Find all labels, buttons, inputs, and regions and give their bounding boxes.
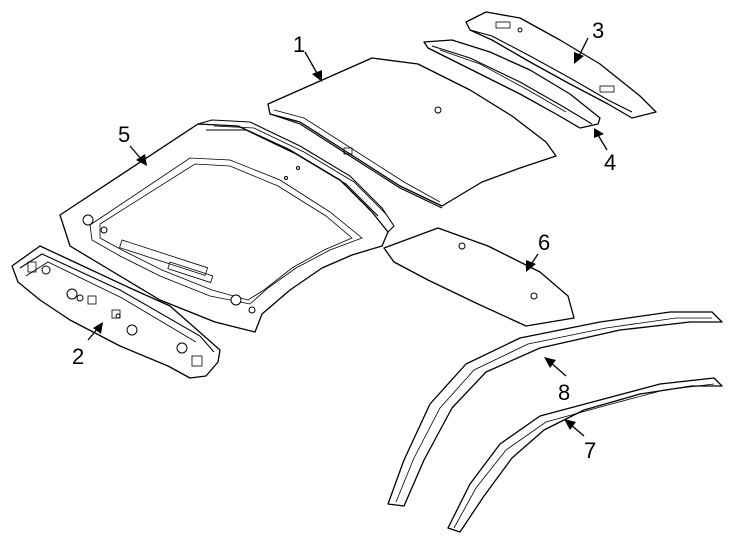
callout-6: 6 <box>538 230 550 255</box>
callout-1: 1 <box>293 32 305 57</box>
leader-lines <box>87 37 608 437</box>
part-8-roof-molding[interactable] <box>387 311 723 507</box>
part-7-drip-molding[interactable] <box>447 377 723 533</box>
part-4-rear-reinforcement[interactable] <box>423 39 601 129</box>
callout-4: 4 <box>604 150 616 175</box>
part-6-insulator-pad[interactable] <box>383 227 575 327</box>
callout-8: 8 <box>558 380 570 405</box>
callout-labels: 1 3 4 5 2 6 8 7 <box>72 18 616 463</box>
callout-7: 7 <box>584 438 596 463</box>
part-3-rear-header[interactable] <box>465 11 657 119</box>
part-5-roof-frame[interactable] <box>59 119 395 333</box>
part-1-roof-panel[interactable] <box>267 57 557 209</box>
callout-5: 5 <box>118 122 130 147</box>
callout-2: 2 <box>72 344 84 369</box>
part-2-front-header[interactable] <box>11 245 221 379</box>
callout-3: 3 <box>592 18 604 43</box>
